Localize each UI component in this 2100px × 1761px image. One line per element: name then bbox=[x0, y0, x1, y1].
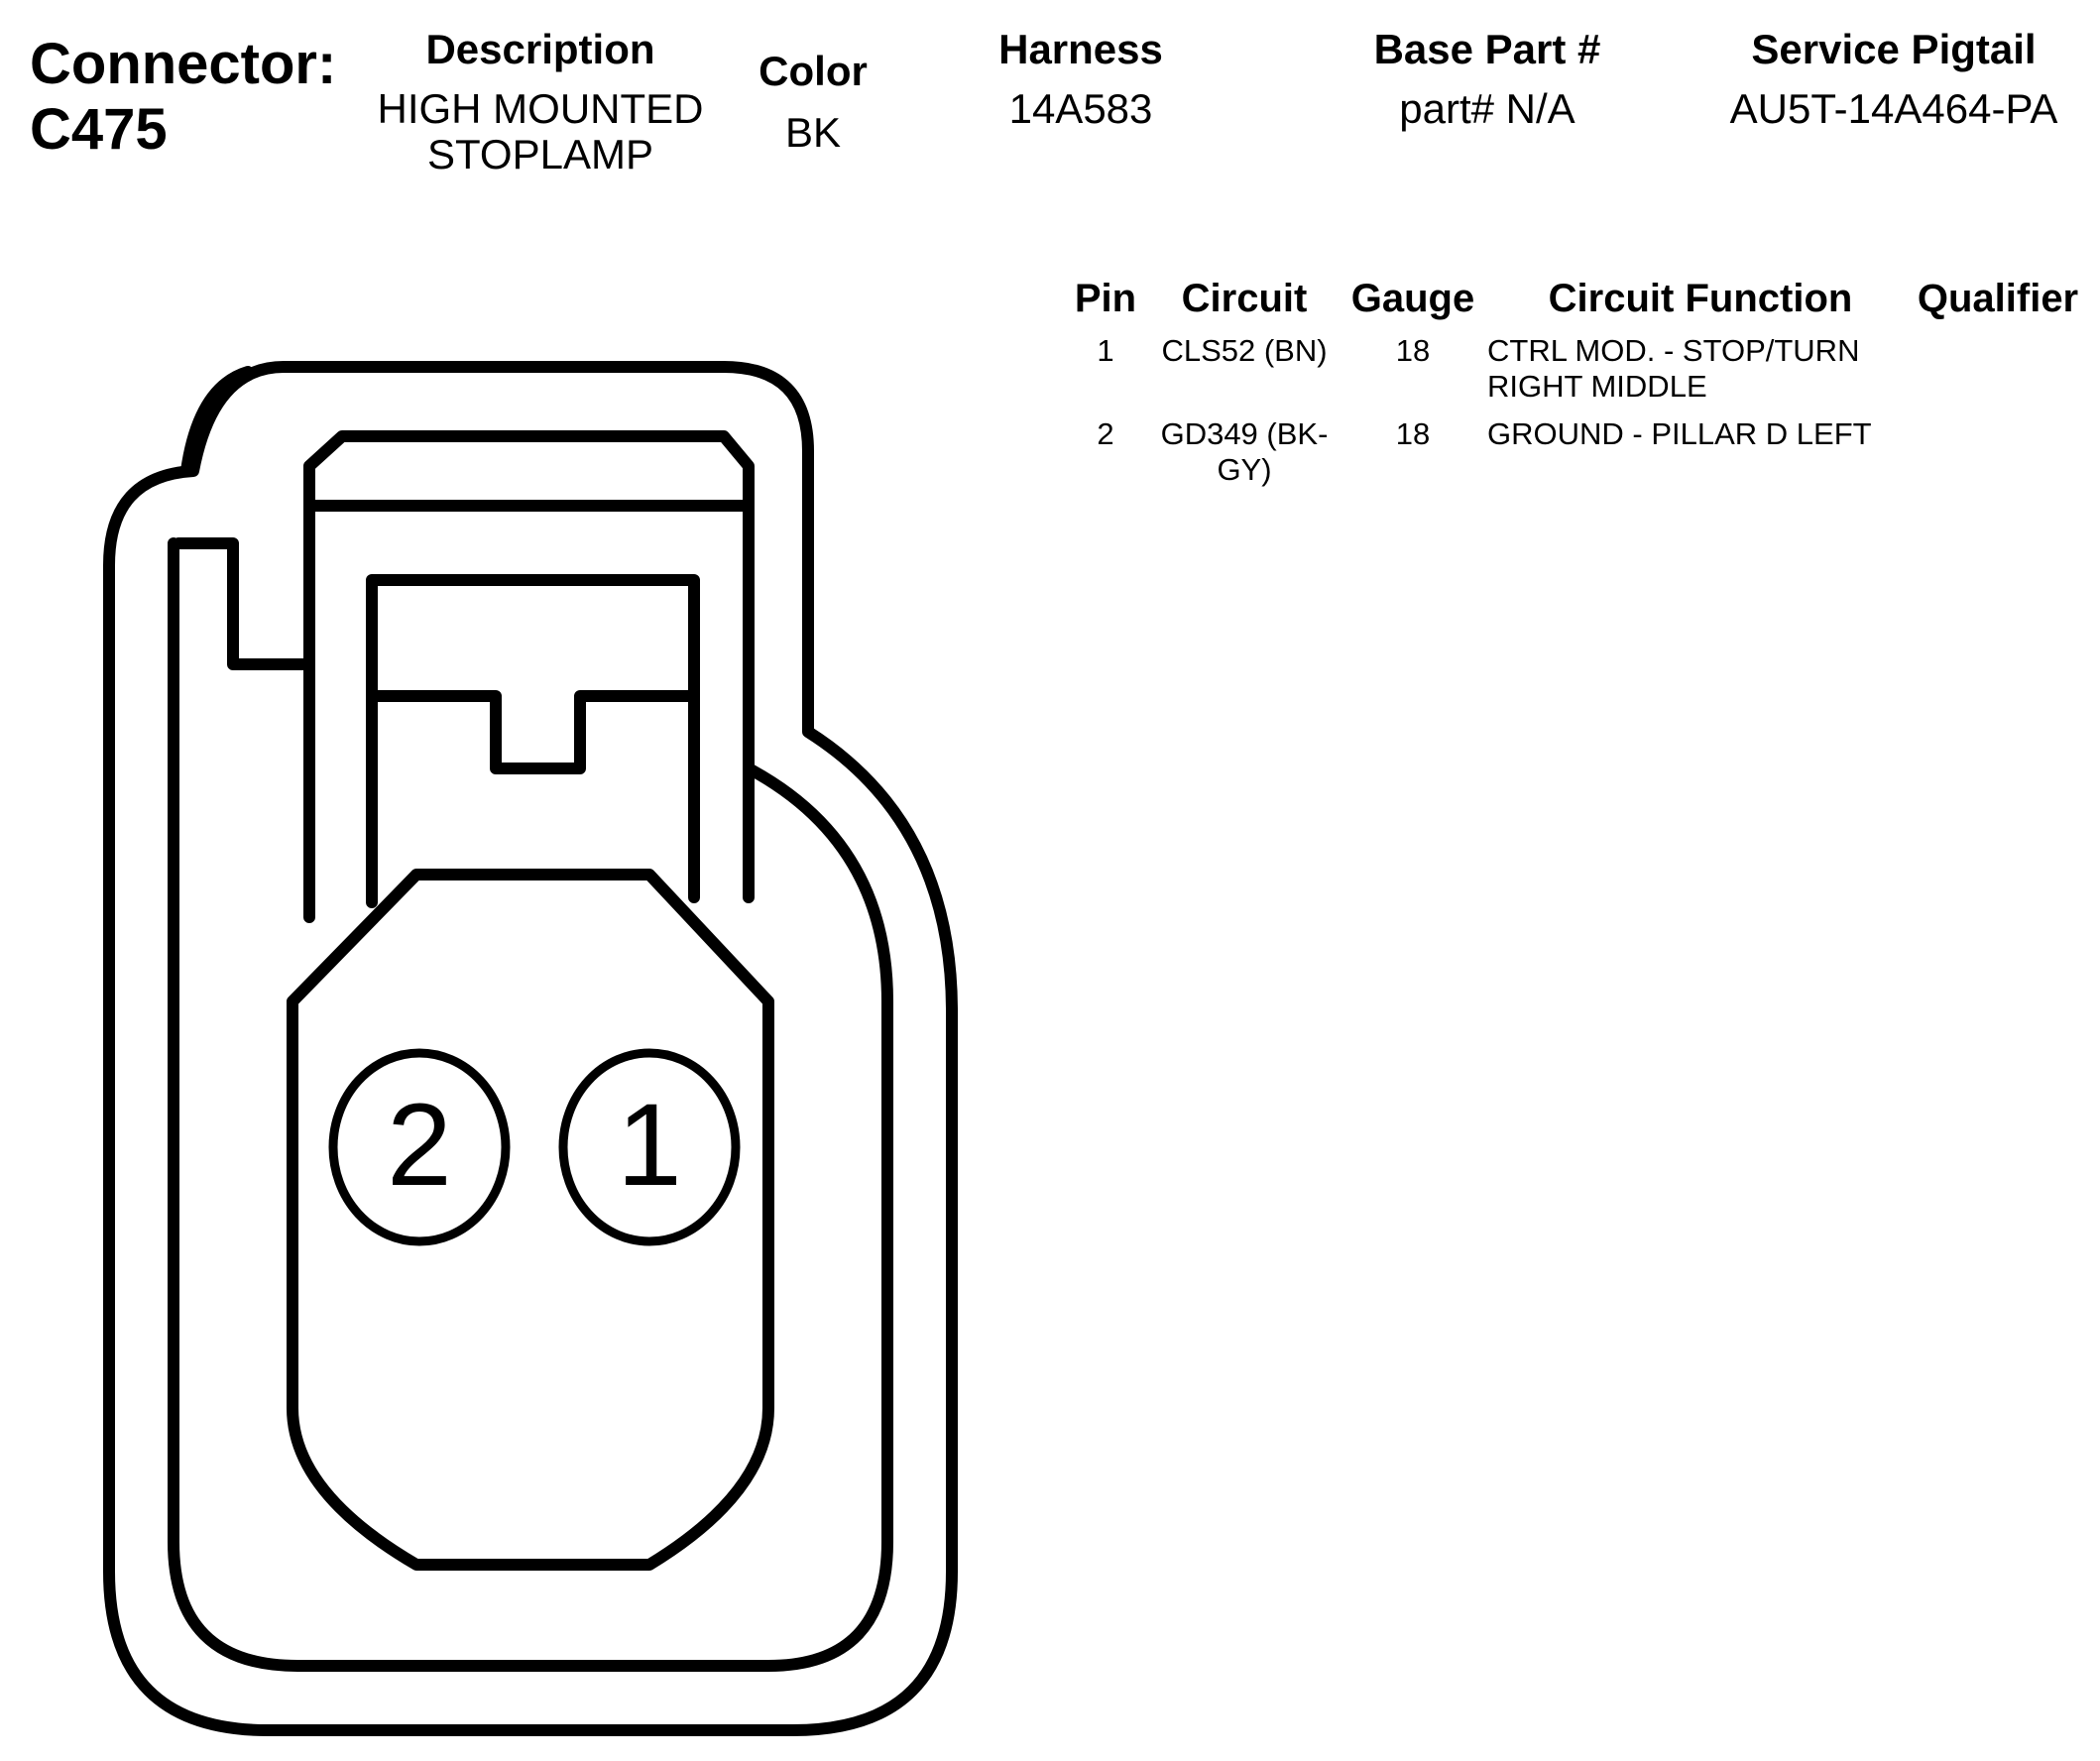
connector-inner-shell bbox=[168, 366, 893, 1672]
base-part-value: part# N/A bbox=[1399, 85, 1575, 132]
service-pigtail-label: Service Pigtail bbox=[1751, 26, 2037, 72]
function-cell: GROUND - PILLAR D LEFT bbox=[1487, 416, 1904, 452]
base-part-label: Base Part # bbox=[1373, 26, 1601, 72]
color-column: Color BK bbox=[734, 48, 892, 157]
pin-table: Pin Circuit Gauge Circuit Function Quali… bbox=[0, 0, 2100, 516]
connector-title: Connector: C475 bbox=[30, 32, 336, 163]
gauge-column-header: Gauge bbox=[1350, 277, 1475, 320]
connector-label: Connector: bbox=[30, 32, 337, 96]
harness-column: Harness 14A583 bbox=[947, 26, 1215, 133]
gauge-cell: 18 bbox=[1395, 416, 1431, 451]
circuit-cell-line1: CLS52 (BN) bbox=[1161, 333, 1328, 368]
color-value: BK bbox=[784, 109, 842, 156]
connector-id: C475 bbox=[30, 97, 168, 162]
connector-outer-shell bbox=[103, 361, 958, 1736]
pin-cavity-body bbox=[287, 869, 774, 1571]
circuit-cell-line1: GD349 (BK- bbox=[1160, 416, 1329, 451]
circuit-function-column-header: Circuit Function bbox=[1548, 277, 1853, 320]
pin-2: 2 bbox=[328, 1048, 511, 1246]
color-label: Color bbox=[758, 48, 868, 94]
description-label: Description bbox=[425, 26, 655, 72]
function-cell-line1: CTRL MOD. - STOP/TURN bbox=[1487, 333, 1860, 368]
function-cell-line1: GROUND - PILLAR D LEFT bbox=[1487, 416, 1872, 451]
circuit-cell-line2: GY) bbox=[1217, 452, 1272, 487]
qualifier-column-header: Qualifier bbox=[1917, 277, 2079, 320]
circuit-column-header: Circuit bbox=[1181, 277, 1308, 320]
latch-window bbox=[366, 574, 700, 908]
function-cell-line2: RIGHT MIDDLE bbox=[1487, 369, 1707, 404]
pin-1: 1 bbox=[558, 1048, 741, 1246]
gauge-cell: 18 bbox=[1395, 333, 1431, 368]
pin-2-circle bbox=[328, 1048, 511, 1246]
locking-tab-housing bbox=[303, 430, 755, 923]
service-pigtail-value: AU5T-14A464-PA bbox=[1729, 85, 2058, 132]
circuit-cell: CLS52 (BN) bbox=[1145, 333, 1343, 369]
pin-1-circle bbox=[558, 1048, 741, 1246]
circuit-cell: GD349 (BK- GY) bbox=[1145, 416, 1343, 488]
function-cell: CTRL MOD. - STOP/TURN RIGHT MIDDLE bbox=[1487, 333, 1904, 405]
pin-column-header: Pin bbox=[1074, 277, 1137, 320]
description-value-line2: STOPLAMP bbox=[427, 131, 653, 177]
pin-1-label: 1 bbox=[617, 1080, 682, 1211]
harness-value: 14A583 bbox=[1008, 85, 1153, 132]
harness-label: Harness bbox=[998, 26, 1163, 72]
base-part-column: Base Part # part# N/A bbox=[1329, 26, 1646, 133]
service-pigtail-column: Service Pigtail AU5T-14A464-PA bbox=[1695, 26, 2092, 133]
pin-2-label: 2 bbox=[387, 1080, 452, 1211]
pin-cell: 1 bbox=[1097, 333, 1114, 368]
description-value-line1: HIGH MOUNTED bbox=[377, 85, 704, 132]
pin-cell: 2 bbox=[1097, 416, 1114, 451]
description-column: Description HIGH MOUNTED STOPLAMP bbox=[362, 26, 719, 178]
